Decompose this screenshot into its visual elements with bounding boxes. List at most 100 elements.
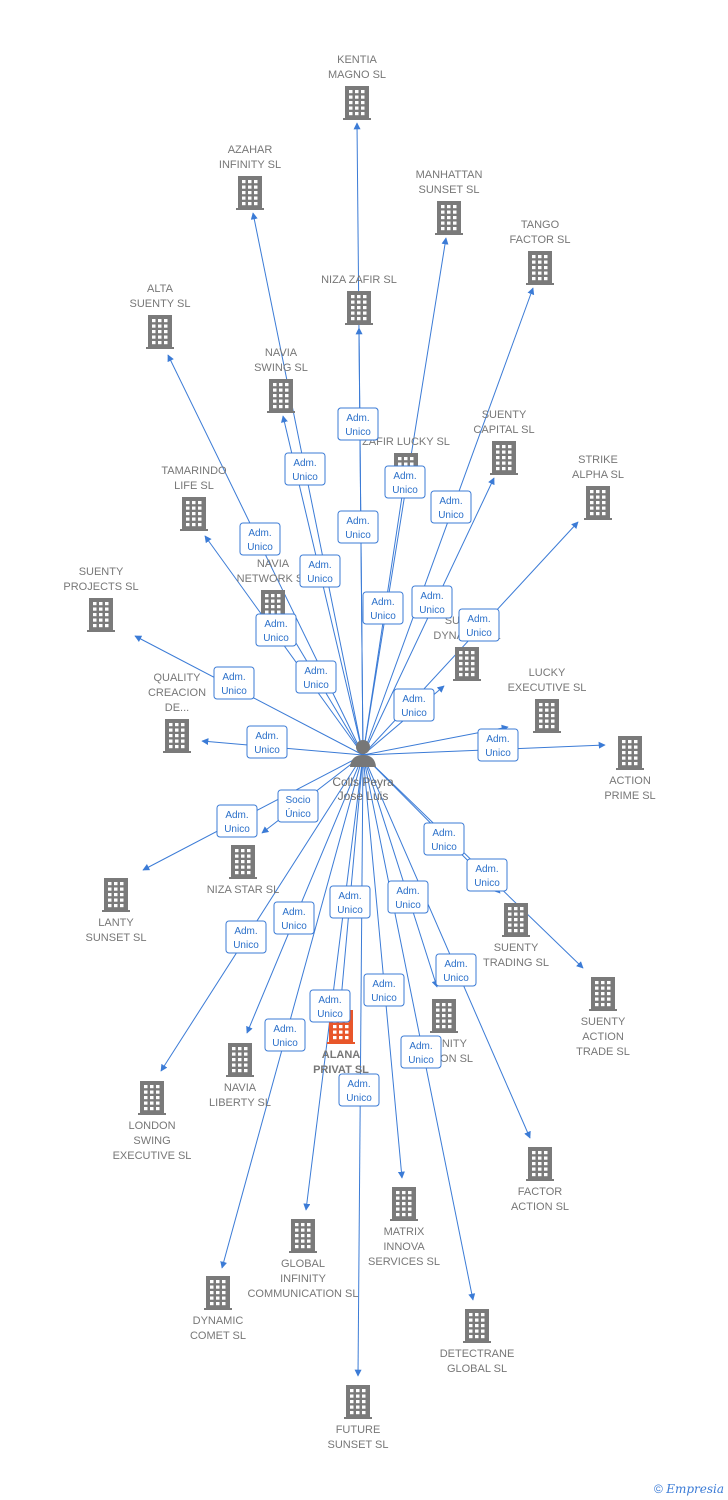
company-niza-zafir-icon[interactable] [345, 291, 373, 325]
company-matrix-icon[interactable] [390, 1187, 418, 1221]
company-future-icon[interactable] [344, 1385, 372, 1419]
company-tamarindo-icon[interactable] [180, 497, 208, 531]
company-dynamic-comet-icon[interactable] [204, 1276, 232, 1310]
edge-navia-liberty [246, 754, 364, 1034]
edge-dynamic-comet [220, 754, 364, 1269]
edge-matrix [362, 754, 405, 1179]
edge-label-dynamic-comet: Adm.Unico [329, 885, 371, 919]
svg-text:Adm.Unico: Adm.Unico [281, 907, 307, 932]
company-london-icon[interactable] [138, 1081, 166, 1115]
edge-label-navia-network: Adm.Unico [299, 554, 341, 588]
edge-detectrane [362, 754, 476, 1301]
edge-label-matrix: Adm.Unico [363, 973, 405, 1007]
company-azahar-icon[interactable] [236, 176, 264, 210]
svg-text:Adm.Unico: Adm.Unico [346, 1079, 372, 1104]
company-manhattan-icon[interactable] [435, 201, 463, 235]
edge-label-suenty-dynamic: Adm.Unico [295, 660, 337, 694]
company-navia-swing-icon[interactable] [267, 379, 295, 413]
company-suenty-trading-icon[interactable] [502, 903, 530, 937]
svg-text:Adm.Unico: Adm.Unico [337, 891, 363, 916]
svg-text:Adm.Unico: Adm.Unico [345, 413, 371, 438]
company-suenty-capital-icon[interactable] [490, 441, 518, 475]
edge-label-strike: Adm.Unico [458, 608, 500, 642]
svg-text:Adm.Unico: Adm.Unico [401, 694, 427, 719]
edge-label-navia-swing: Adm.Unico [284, 452, 326, 486]
edge-label-lanty: Adm.Unico [216, 804, 258, 838]
company-alta-icon[interactable] [146, 315, 174, 349]
svg-text:Adm.Unico: Adm.Unico [307, 560, 333, 585]
svg-text:Adm.Unico: Adm.Unico [419, 591, 445, 616]
company-navia-liberty-icon[interactable] [226, 1043, 254, 1077]
company-suenty-action-icon[interactable] [589, 977, 617, 1011]
person-icon[interactable] [350, 740, 376, 767]
copyright-symbol: © [654, 1482, 663, 1496]
svg-text:Adm.Unico: Adm.Unico [272, 1024, 298, 1049]
company-lanty-icon[interactable] [102, 878, 130, 912]
company-kentia-icon[interactable] [343, 86, 371, 120]
svg-text:Adm.Unico: Adm.Unico [371, 979, 397, 1004]
svg-text:Adm.Unico: Adm.Unico [221, 672, 247, 697]
svg-text:Adm.Unico: Adm.Unico [474, 864, 500, 889]
company-suenty-dynamic-icon[interactable] [453, 647, 481, 681]
svg-text:Adm.Unico: Adm.Unico [345, 516, 371, 541]
company-niza-star-icon[interactable] [229, 845, 257, 879]
company-detectrane-icon[interactable] [463, 1309, 491, 1343]
edge-london [160, 754, 364, 1072]
company-action-prime-icon[interactable] [616, 736, 644, 770]
brand-name: Empresia [666, 1482, 724, 1496]
svg-text:Adm.Unico: Adm.Unico [254, 731, 280, 756]
company-niza-star-label[interactable]: NIZA STAR SL [207, 884, 280, 896]
company-global-infinity-icon[interactable] [289, 1219, 317, 1253]
edge-label-niza-zafir: Adm.Unico [337, 407, 379, 441]
company-zafir-lucky-label[interactable]: ZAFIR LUCKY SL [362, 436, 450, 448]
edge-label-suenty-capital: Adm.Unico [411, 585, 453, 619]
edge-alana [338, 754, 364, 1001]
company-factor-action-icon[interactable] [526, 1147, 554, 1181]
company-niza-zafir-label[interactable]: NIZA ZAFIR SL [321, 274, 397, 286]
edge-label-infinity-action: Adm.Unico [435, 953, 477, 987]
edge-label-zafir-lucky: Adm.Unico [362, 591, 404, 625]
company-infinity-action-icon[interactable] [430, 999, 458, 1033]
svg-text:Adm.Unico: Adm.Unico [485, 734, 511, 759]
company-quality-icon[interactable] [163, 719, 191, 753]
edge-label-navia-liberty: Adm.Unico [273, 901, 315, 935]
svg-text:Adm.Unico: Adm.Unico [263, 619, 289, 644]
edge-infinity-action [362, 754, 439, 988]
company-strike-icon[interactable] [584, 486, 612, 520]
edge-label-london: Adm.Unico [225, 920, 267, 954]
edge-factor-action [362, 754, 531, 1139]
company-suenty-projects-icon[interactable] [87, 598, 115, 632]
company-lucky-exec-icon[interactable] [533, 699, 561, 733]
company-tango-icon[interactable] [526, 251, 554, 285]
svg-text:Adm.Unico: Adm.Unico [303, 666, 329, 691]
